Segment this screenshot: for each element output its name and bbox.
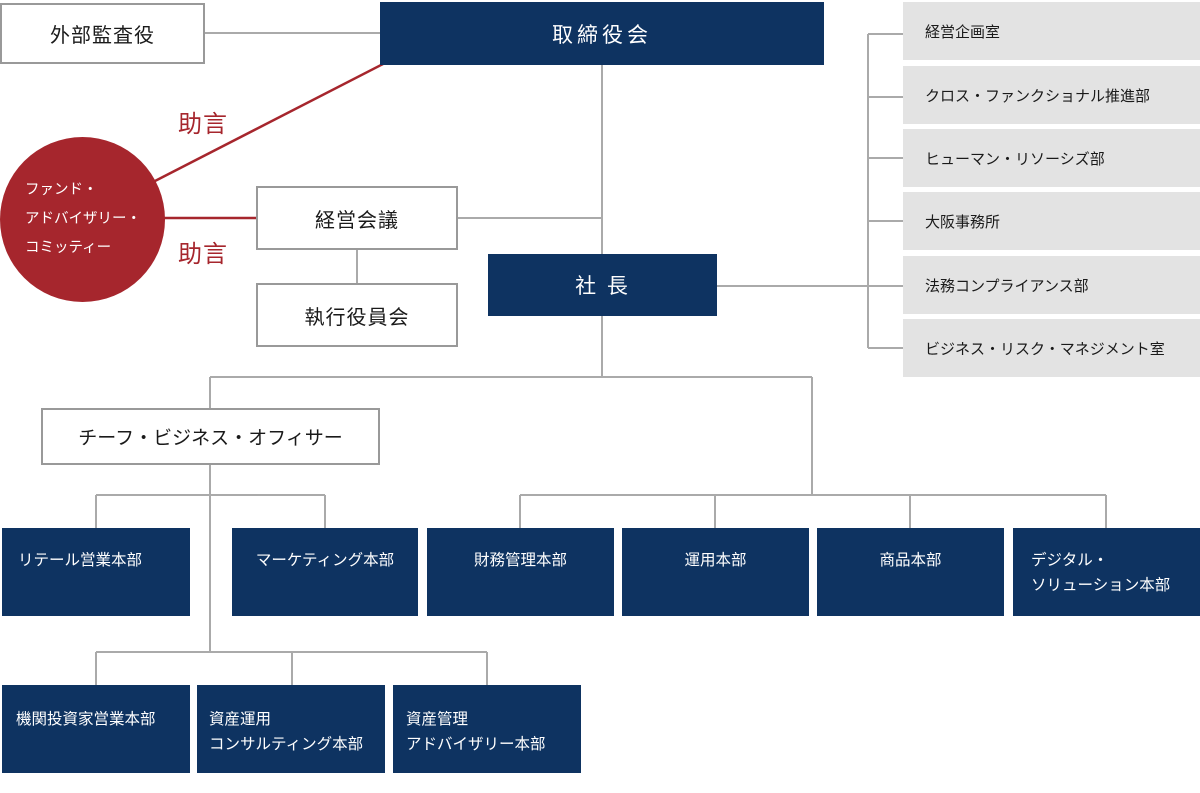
division-label: マーケティング本部 [255,551,395,569]
executive-officers-box: 執行役員会 [256,283,458,347]
board-label: 取締役会 [552,22,652,47]
president-box: 社 長 [488,254,717,316]
division-box: リテール営業本部 [2,528,190,616]
sub-division-label: アドバイザリー本部 [406,735,546,753]
committee-line: コミッティー [25,240,112,256]
cbo-label: チーフ・ビジネス・オフィサー [78,427,343,449]
sub-division-label: 資産運用 [209,710,272,728]
executive-officers-label: 執行役員会 [304,304,410,329]
staff-department-label: 経営企画室 [925,22,1001,41]
committee-line: アドバイザリー・ [25,211,141,227]
sub-division-box: 資産運用 コンサルティング本部 [197,685,385,773]
staff-department-label: ヒューマン・リソーシズ部 [925,149,1105,168]
staff-department: ヒューマン・リソーシズ部 [903,129,1200,187]
staff-department-label: 大阪事務所 [925,212,1001,231]
cbo-box: チーフ・ビジネス・オフィサー [41,408,380,465]
board-box: 取締役会 [380,2,824,65]
advice-line-board [154,62,384,183]
sub-division-label: 機関投資家営業本部 [16,710,156,728]
division-label: ソリューション本部 [1031,576,1171,594]
staff-department-label: 法務コンプライアンス部 [925,276,1089,295]
sub-division-box: 機関投資家営業本部 [2,685,190,773]
management-meeting-label: 経営会議 [315,207,399,232]
sub-division-box: 資産管理 アドバイザリー本部 [393,685,581,773]
division-box: マーケティング本部 [232,528,418,616]
division-label: リテール営業本部 [18,551,143,569]
division-label: 運用本部 [684,551,747,569]
division-box: デジタル・ ソリューション本部 [1013,528,1200,616]
committee-line: ファンド・ [25,182,98,198]
management-meeting-box: 経営会議 [256,186,458,250]
staff-department: 大阪事務所 [903,192,1200,250]
division-box: 財務管理本部 [427,528,614,616]
staff-department-label: クロス・ファンクショナル推進部 [925,86,1151,105]
division-box: 運用本部 [622,528,809,616]
staff-department: 経営企画室 [903,2,1200,60]
sub-division-label: 資産管理 [406,710,469,728]
staff-department: ビジネス・リスク・マネジメント室 [903,319,1200,377]
external-auditor-box: 外部監査役 [0,3,205,64]
fund-advisory-committee: ファンド・ アドバイザリー・ コミッティー [0,137,165,302]
sub-division-label: コンサルティング本部 [209,735,364,753]
division-label: デジタル・ [1031,551,1109,569]
advice-label-lower: 助言 [178,240,228,268]
division-label: 財務管理本部 [473,551,567,569]
staff-department: クロス・ファンクショナル推進部 [903,66,1200,124]
president-label: 社 長 [575,274,630,298]
division-label: 商品本部 [879,551,942,569]
advice-label-upper: 助言 [178,110,228,138]
external-auditor-label: 外部監査役 [50,23,155,47]
division-box: 商品本部 [817,528,1004,616]
staff-department: 法務コンプライアンス部 [903,256,1200,314]
staff-department-label: ビジネス・リスク・マネジメント室 [925,339,1165,358]
